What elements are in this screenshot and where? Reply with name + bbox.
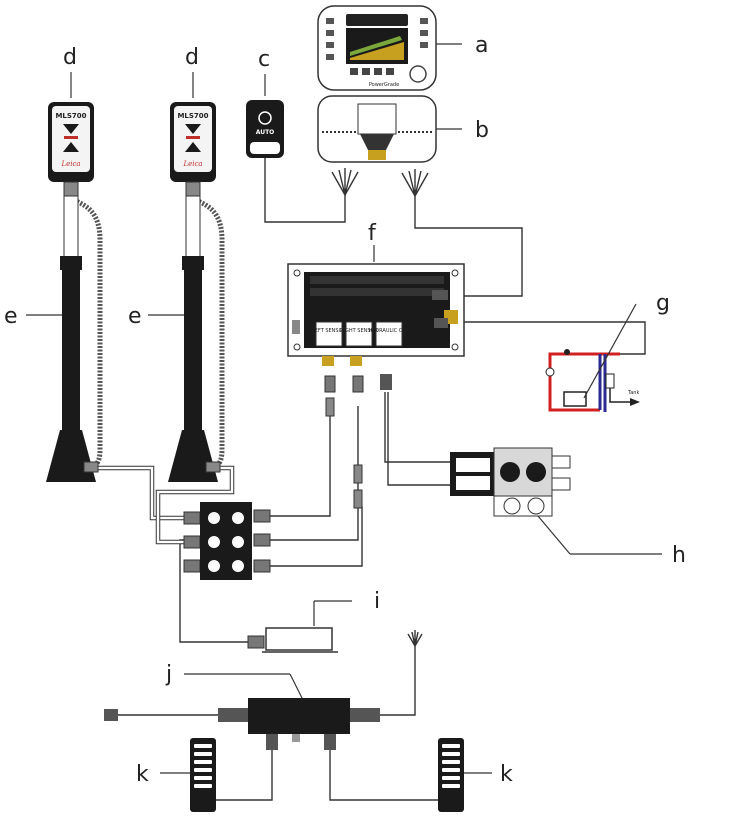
sensor-brand-text: Leica: [60, 160, 80, 168]
mast-left: [46, 195, 96, 482]
label-h: h: [672, 543, 686, 568]
label-j: j: [165, 662, 172, 687]
label-f: f: [368, 221, 377, 246]
label-b: b: [475, 118, 489, 143]
label-i: i: [374, 589, 380, 614]
hydraulic-valve: [450, 447, 571, 517]
hydraulic-schematic: Tank: [545, 349, 640, 412]
label-c: c: [258, 47, 270, 72]
label-k-right: k: [500, 762, 513, 787]
labels: a b c d d e e f g h i j k k: [4, 33, 686, 787]
label-g: g: [656, 291, 670, 316]
module-box: [262, 627, 338, 653]
remote-mode-text: AUTO: [256, 129, 275, 136]
keypad-right: [438, 738, 464, 812]
sensor-model-text: MLS700: [177, 112, 208, 120]
hydraulic-note-text: Tank: [627, 390, 639, 396]
panel-mount: [317, 95, 437, 163]
box-right-sensor-text: RIGHT SENSOR: [340, 328, 378, 334]
mast-right: [168, 195, 218, 482]
keypad-left: [190, 738, 216, 812]
label-e-right: e: [128, 304, 142, 329]
sensor-cables: [72, 197, 235, 545]
control-box: LEFT SENSOR RIGHT SENSOR HYDRAULIC OUT: [287, 263, 465, 393]
label-a: a: [475, 33, 488, 58]
antenna-icon: [331, 168, 429, 647]
label-k-left: k: [136, 762, 149, 787]
sensor-model-text: MLS700: [55, 112, 86, 120]
control-panel: PowerGrade: [317, 5, 437, 91]
hub-box: [104, 698, 380, 750]
laser-sensor-left: MLS700 Leica: [48, 102, 94, 197]
label-d-right: d: [185, 45, 199, 70]
label-d-left: d: [63, 45, 77, 70]
box-left-sensor-text: LEFT SENSOR: [312, 328, 347, 334]
laser-sensor-right: MLS700 Leica: [170, 102, 216, 197]
junction-block: [200, 502, 252, 580]
label-e-left: e: [4, 304, 18, 329]
box-hydraulic-out-text: HYDRAULIC OUT: [368, 328, 410, 334]
sensor-brand-text: Leica: [182, 160, 202, 168]
remote-switch: AUTO: [246, 100, 284, 158]
leader-lines: [26, 43, 662, 774]
panel-brand-text: PowerGrade: [369, 82, 399, 88]
